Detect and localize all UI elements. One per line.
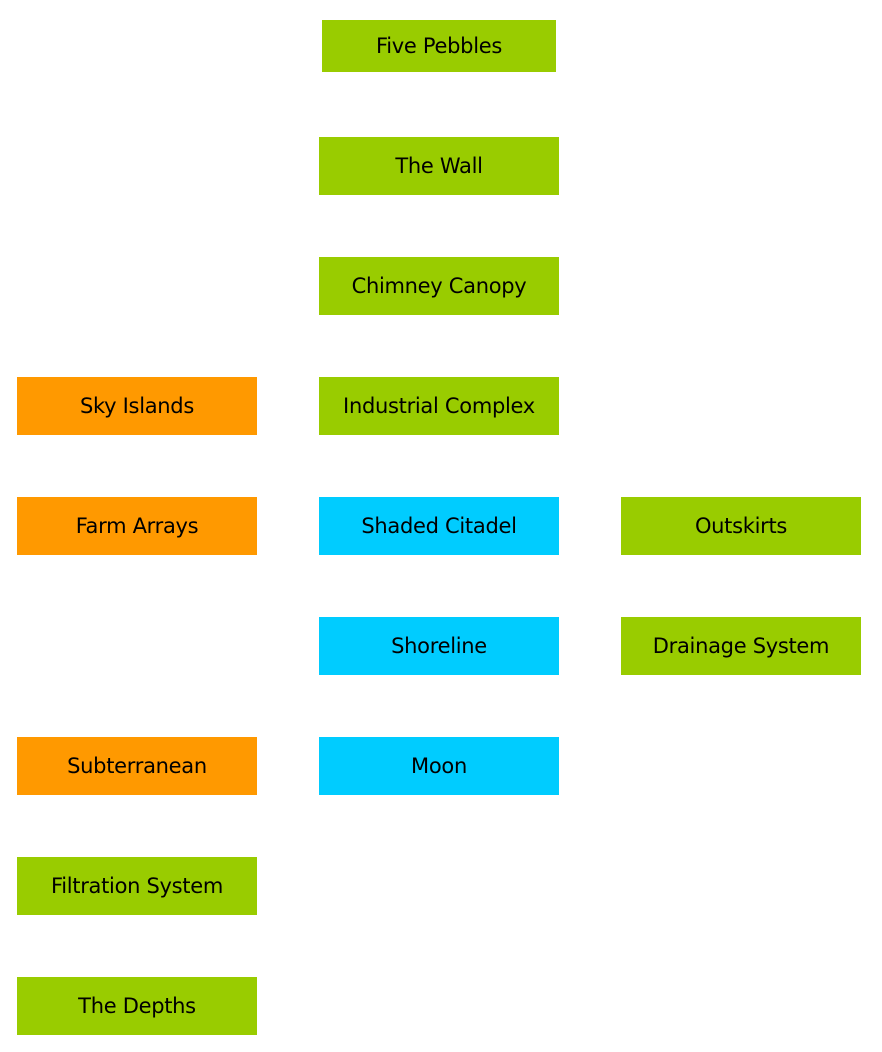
node-sky-islands[interactable]: Sky Islands (17, 377, 257, 435)
node-the-depths[interactable]: The Depths (17, 977, 257, 1035)
node-label: Industrial Complex (343, 394, 535, 418)
node-label: Sky Islands (80, 394, 194, 418)
node-moon[interactable]: Moon (319, 737, 559, 795)
node-five-pebbles[interactable]: Five Pebbles (322, 20, 556, 72)
node-label: Farm Arrays (75, 514, 199, 538)
node-label: Chimney Canopy (351, 274, 527, 298)
node-farm-arrays[interactable]: Farm Arrays (17, 497, 257, 555)
node-label: Filtration System (50, 874, 224, 898)
node-label: Shoreline (391, 634, 487, 658)
node-shoreline[interactable]: Shoreline (319, 617, 559, 675)
node-label: Drainage System (652, 634, 830, 658)
node-label: The Depths (78, 994, 196, 1018)
node-shaded-citadel[interactable]: Shaded Citadel (319, 497, 559, 555)
node-drainage-system[interactable]: Drainage System (621, 617, 861, 675)
node-the-wall[interactable]: The Wall (319, 137, 559, 195)
node-label: Shaded Citadel (361, 514, 517, 538)
node-label: The Wall (395, 154, 483, 178)
node-label: Five Pebbles (376, 34, 502, 58)
node-label: Moon (411, 754, 467, 778)
node-industrial-complex[interactable]: Industrial Complex (319, 377, 559, 435)
node-filtration-system[interactable]: Filtration System (17, 857, 257, 915)
node-outskirts[interactable]: Outskirts (621, 497, 861, 555)
node-subterranean[interactable]: Subterranean (17, 737, 257, 795)
node-label: Subterranean (67, 754, 207, 778)
node-chimney-canopy[interactable]: Chimney Canopy (319, 257, 559, 315)
node-label: Outskirts (694, 514, 788, 538)
